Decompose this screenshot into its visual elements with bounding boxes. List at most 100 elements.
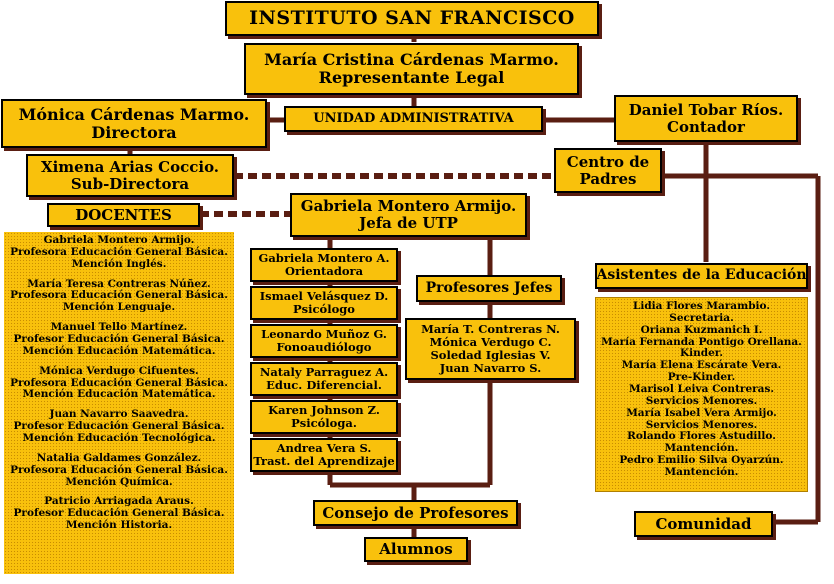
directora-box: Mónica Cárdenas Marmo. Directora [1, 99, 267, 148]
docente-mencion: Mención Educación Tecnológica. [22, 432, 216, 445]
docente-title: Profesor Educación General Básica. [13, 420, 225, 433]
centro-padres-line2: Padres [579, 169, 637, 188]
especialista-name: Gabriela Montero A. [258, 251, 390, 266]
asistente-line: María Fernanda Pontigo Orellana. [601, 335, 802, 348]
docente-name: Juan Navarro Saavedra. [49, 408, 189, 421]
comunidad-box: Comunidad [634, 511, 773, 537]
comunidad-label: Comunidad [655, 514, 752, 533]
especialista-role: Psicóloga. [291, 416, 357, 430]
directora-role: Directora [91, 122, 177, 142]
profesor-jefe-name: María T. Contreras N. [421, 322, 560, 337]
utp-role: Jefa de UTP [359, 214, 458, 232]
docente-title: Profesor Educación General Básica. [13, 333, 225, 346]
asistente-line: Servicios Menores. [645, 394, 758, 407]
docente-entry: Gabriela Montero Armijo. Profesora Educa… [4, 234, 234, 271]
docente-title: Profesor Educación General Básica. [13, 507, 225, 520]
docente-title: Profesora Educación General Básica. [10, 376, 228, 389]
contador-role: Contador [667, 117, 745, 136]
asistente-line: María Elena Escárate Vera. [621, 359, 782, 372]
centro-padres-line1: Centro de [566, 152, 650, 171]
especialista-role: Fonoaudiólogo [276, 340, 372, 354]
asistente-line: Kinder. [680, 347, 723, 360]
asistente-line: Oriana Kuzmanich I. [640, 323, 763, 336]
docente-mencion: Mención Química. [65, 475, 173, 488]
asistente-line: Pre-Kinder. [667, 371, 736, 384]
contador-box: Daniel Tobar Ríos. Contador [614, 95, 798, 142]
docente-mencion: Mención Educación Matemática. [22, 344, 216, 357]
especialista-name: Leonardo Muñoz G. [261, 327, 387, 342]
docente-mencion: Mención Lenguaje. [62, 301, 176, 314]
asistente-line: Marisol Leiva Contreras. [628, 383, 775, 396]
asistente-line: Secretaria. [669, 311, 734, 324]
docente-entry: Juan Navarro Saavedra. Profesor Educació… [4, 408, 234, 445]
subdirectora-role: Sub-Directora [70, 174, 190, 193]
institute-title-box: INSTITUTO SAN FRANCISCO [225, 1, 599, 36]
especialista-role: Trast. del Aprendizaje [253, 454, 395, 468]
docente-title: Profesora Educación General Básica. [10, 289, 228, 302]
docente-entry: Natalia Galdames González. Profesora Edu… [4, 451, 234, 489]
docente-mencion: Mención Historia. [65, 519, 173, 532]
representante-name: María Cristina Cárdenas Marmo. [264, 50, 559, 70]
docentes-box: DOCENTES [47, 203, 200, 227]
especialista-name: Nataly Parraguez A. [259, 365, 389, 380]
especialista-role: Orientadora [284, 264, 364, 278]
docentes-list: Gabriela Montero Armijo. Profesora Educa… [4, 232, 234, 574]
docente-name: Mónica Verdugo Cifuentes. [39, 364, 199, 377]
especialista-name: Karen Johnson Z. [268, 403, 380, 418]
docente-mencion: Mención Inglés. [71, 257, 167, 270]
centro-padres-box: Centro de Padres [554, 148, 662, 193]
especialista-name: Ismael Velásquez D. [259, 289, 389, 304]
profesor-jefe-name: Soledad Iglesias V. [430, 348, 551, 362]
docente-entry: Patricio Arriagada Araus. Profesor Educa… [4, 496, 234, 532]
asistente-line: Lidia Flores Marambio. [632, 300, 771, 312]
especialista-box: Andrea Vera S. Trast. del Aprendizaje [250, 438, 398, 472]
utp-name: Gabriela Montero Armijo. [300, 197, 517, 216]
especialista-box: Nataly Parraguez A. Educ. Diferencial. [250, 362, 398, 396]
asistentes-list: Lidia Flores Marambio. Secretaria. Orian… [595, 297, 808, 492]
asistentes-box: Asistentes de la Educación [595, 263, 808, 289]
consejo-profesores-label: Consejo de Profesores [322, 503, 509, 522]
profesor-jefe-name: Mónica Verdugo C. [429, 335, 552, 350]
unidad-administrativa-box: UNIDAD ADMINISTRATIVA [284, 106, 543, 132]
docente-entry: Mónica Verdugo Cifuentes. Profesora Educ… [4, 364, 234, 402]
representante-legal-box: María Cristina Cárdenas Marmo. Represent… [244, 43, 579, 95]
docente-title: Profesora Educación General Básica. [10, 463, 228, 476]
subdirectora-name: Ximena Arias Coccio. [40, 157, 220, 176]
especialista-role: Educ. Diferencial. [266, 378, 382, 392]
institute-title: INSTITUTO SAN FRANCISCO [249, 6, 575, 29]
directora-name: Mónica Cárdenas Marmo. [18, 104, 250, 124]
profesores-jefes-box: Profesores Jefes [416, 275, 562, 302]
especialista-box: Gabriela Montero A. Orientadora [250, 248, 398, 282]
especialista-box: Karen Johnson Z. Psicóloga. [250, 400, 398, 434]
unidad-administrativa-label: UNIDAD ADMINISTRATIVA [313, 110, 514, 126]
asistente-line: Pedro Emilio Silva Oyarzún. [619, 454, 784, 467]
docente-name: Manuel Tello Martínez. [50, 321, 188, 334]
asistentes-label: Asistentes de la Educación [596, 267, 807, 284]
subdirectora-box: Ximena Arias Coccio. Sub-Directora [26, 154, 234, 197]
profesores-jefes-label: Profesores Jefes [425, 279, 553, 296]
representante-role: Representante Legal [318, 68, 505, 87]
docente-name: Gabriela Montero Armijo. [43, 234, 195, 246]
docente-title: Profesora Educación General Básica. [10, 245, 228, 258]
asistente-line: Mantención. [664, 442, 739, 455]
especialista-box: Ismael Velásquez D. Psicólogo [250, 286, 398, 320]
asistente-line: María Isabel Vera Armijo. [626, 406, 777, 419]
docente-entry: Manuel Tello Martínez. Profesor Educació… [4, 321, 234, 358]
docente-entry: María Teresa Contreras Núñez. Profesora … [4, 277, 234, 315]
docente-name: Natalia Galdames González. [36, 451, 202, 464]
docente-name: María Teresa Contreras Núñez. [27, 277, 211, 290]
docente-name: Patricio Arriagada Araus. [44, 495, 194, 508]
docente-mencion: Mención Educación Matemática. [22, 388, 216, 401]
especialista-role: Psicólogo [293, 302, 355, 316]
docentes-label: DOCENTES [75, 205, 172, 224]
utp-box: Gabriela Montero Armijo. Jefa de UTP [290, 193, 527, 237]
asistente-line: Servicios Menores. [645, 418, 758, 431]
alumnos-label: Alumnos [379, 540, 453, 559]
profesores-jefes-list: María T. Contreras N. Mónica Verdugo C. … [405, 318, 576, 380]
profesor-jefe-name: Juan Navarro S. [439, 360, 542, 375]
especialista-box: Leonardo Muñoz G. Fonoaudiólogo [250, 324, 398, 358]
especialista-name: Andrea Vera S. [276, 441, 372, 456]
asistente-line: Mantención. [664, 466, 739, 479]
asistente-line: Rolando Flores Astudillo. [627, 430, 776, 443]
alumnos-box: Alumnos [364, 537, 468, 562]
